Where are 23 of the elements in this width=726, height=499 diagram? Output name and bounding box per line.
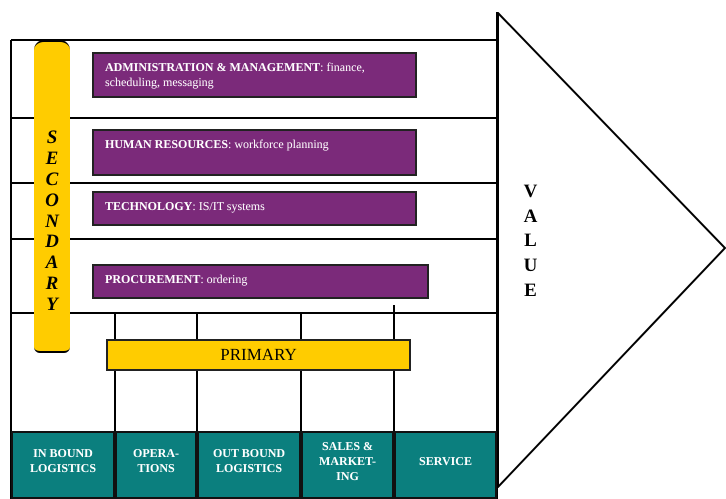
activity-label: HUMAN RESOURCES: workforce planning	[105, 137, 330, 152]
activity-label: SERVICE	[419, 454, 472, 468]
support-activity-box	[92, 129, 417, 176]
primary-activities-bar	[106, 339, 411, 371]
activity-label: OPERA- TIONS	[132, 446, 180, 476]
activity-label: OUT BOUND LOGISTICS	[212, 446, 286, 476]
secondary-activities-bar	[34, 40, 70, 353]
primary-activity-box	[11, 431, 115, 499]
vertical-label: SECONDARY	[44, 128, 60, 316]
primary-activity-box	[197, 431, 301, 499]
vertical-label: VALUE	[522, 180, 538, 303]
primary-activity-box	[115, 431, 197, 499]
support-activity-box	[92, 191, 417, 226]
primary-activity-box	[394, 431, 497, 499]
primary-activity-box	[301, 431, 394, 499]
bar-label: PRIMARY	[220, 344, 297, 366]
support-activity-box	[92, 264, 429, 299]
activity-label: SALES & MARKET- ING	[318, 438, 377, 484]
activity-label: ADMINISTRATION & MANAGEMENT: finance, scheduling, messaging	[105, 60, 366, 90]
support-activity-box	[92, 52, 417, 98]
activity-label: PROCUREMENT: ordering	[105, 272, 248, 287]
activity-label: TECHNOLOGY: IS/IT systems	[105, 199, 266, 214]
activity-label: IN BOUND LOGISTICS	[28, 446, 98, 476]
